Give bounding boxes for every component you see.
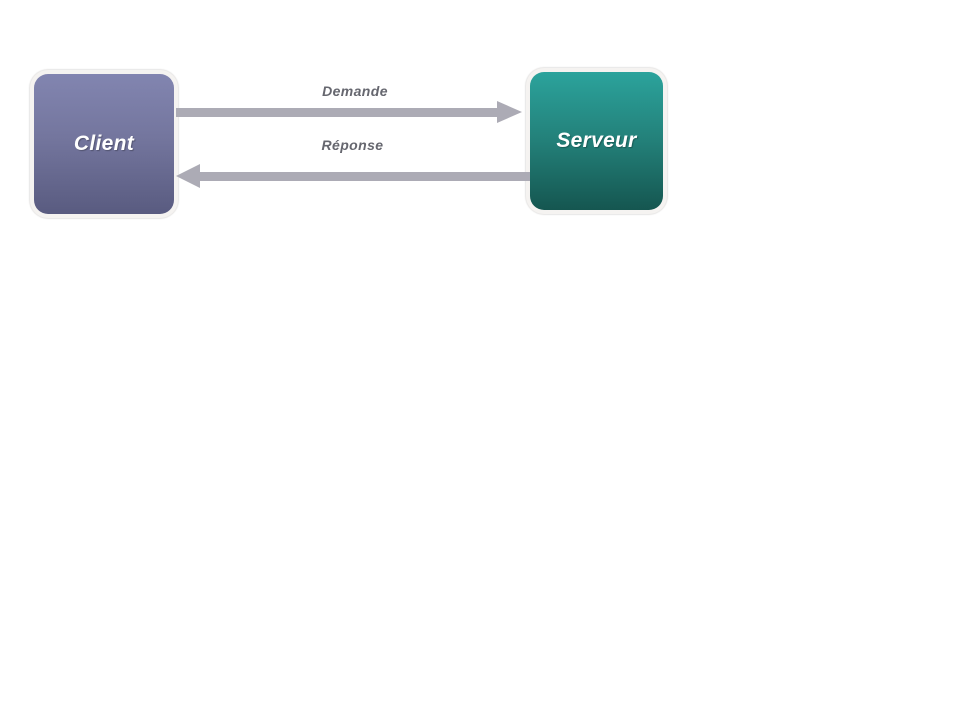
demande-arrowhead-right-icon — [497, 101, 522, 123]
reponse-arrow-shaft — [199, 172, 530, 181]
demande-edge-label: Demande — [322, 83, 388, 99]
reponse-edge-label: Réponse — [321, 137, 384, 153]
demande-arrow-shaft — [176, 108, 498, 117]
serveur-node-label: Serveur — [556, 129, 637, 152]
serveur-node: Serveur — [530, 72, 663, 210]
client-node-label: Client — [73, 132, 135, 155]
reponse-arrowhead-left-icon — [176, 164, 200, 188]
client-node: Client — [34, 74, 174, 214]
